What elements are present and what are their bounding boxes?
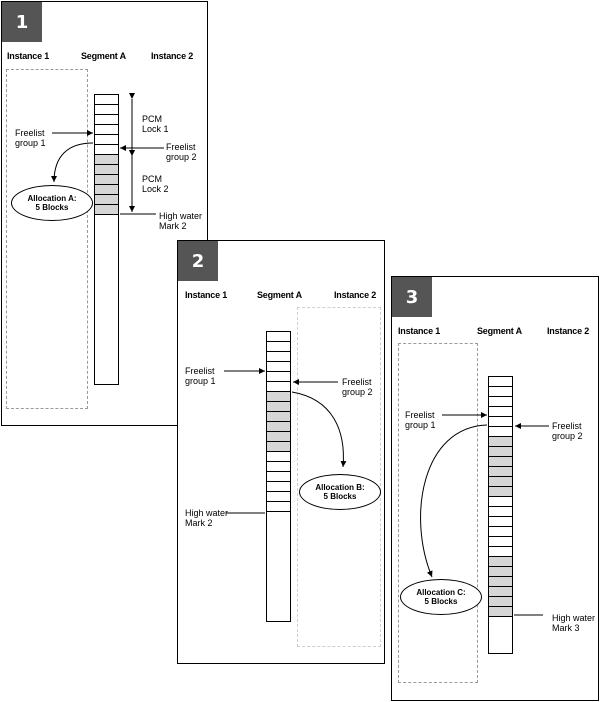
allocated-block bbox=[489, 447, 512, 457]
segment-block bbox=[489, 537, 512, 547]
allocation-a-oval: Allocation A:5 Blocks bbox=[11, 185, 93, 221]
segment-block bbox=[489, 387, 512, 397]
allocated-block bbox=[267, 412, 290, 422]
segment-block bbox=[267, 382, 290, 392]
instance-1-region bbox=[6, 69, 88, 409]
allocated-block bbox=[489, 577, 512, 587]
segment-block bbox=[95, 135, 118, 145]
allocated-block bbox=[267, 432, 290, 442]
segment-block bbox=[95, 105, 118, 115]
allocated-block bbox=[489, 437, 512, 447]
segment-a-header: Segment A bbox=[81, 51, 126, 61]
segment-a-column bbox=[266, 331, 291, 622]
allocated-block bbox=[489, 557, 512, 567]
segment-block bbox=[267, 472, 290, 482]
instance-1-region bbox=[398, 343, 478, 683]
instance-2-region bbox=[297, 307, 381, 647]
panel-2: 2 Instance 1 Segment A Instance 2 Freeli… bbox=[177, 240, 385, 664]
segment-block bbox=[267, 452, 290, 462]
panel-3-arrows bbox=[420, 412, 549, 616]
segment-block bbox=[95, 95, 118, 105]
allocation-curve-arrow bbox=[420, 424, 488, 578]
allocated-block bbox=[489, 467, 512, 477]
allocated-block bbox=[267, 392, 290, 402]
segment-block bbox=[489, 497, 512, 507]
allocated-block bbox=[489, 567, 512, 577]
segment-block bbox=[95, 125, 118, 135]
instance-2-header: Instance 2 bbox=[547, 326, 590, 336]
allocated-block bbox=[489, 597, 512, 607]
segment-block bbox=[489, 407, 512, 417]
segment-a-header: Segment A bbox=[257, 290, 302, 300]
instance-1-header: Instance 1 bbox=[185, 290, 228, 300]
segment-block bbox=[267, 372, 290, 382]
allocated-block bbox=[267, 402, 290, 412]
instance-1-header: Instance 1 bbox=[7, 51, 50, 61]
segment-block bbox=[489, 507, 512, 517]
allocation-b-oval: Allocation B:5 Blocks bbox=[299, 474, 381, 510]
segment-block bbox=[267, 482, 290, 492]
segment-block bbox=[489, 397, 512, 407]
allocated-block bbox=[95, 165, 118, 175]
segment-block bbox=[267, 362, 290, 372]
segment-block bbox=[267, 492, 290, 502]
allocated-block bbox=[95, 205, 118, 215]
allocated-block bbox=[95, 185, 118, 195]
allocated-block bbox=[95, 155, 118, 165]
segment-a-column bbox=[488, 376, 513, 654]
segment-block bbox=[489, 427, 512, 437]
instance-2-header: Instance 2 bbox=[151, 51, 194, 61]
allocation-c-oval: Allocation C:5 Blocks bbox=[400, 579, 482, 615]
panel-1: 1 Instance 1 Segment A Instance 2 Freeli… bbox=[1, 1, 208, 426]
segment-block bbox=[95, 145, 118, 155]
segment-block bbox=[489, 377, 512, 387]
segment-block bbox=[489, 527, 512, 537]
segment-a-column bbox=[94, 94, 119, 385]
instance-1-header: Instance 1 bbox=[398, 326, 441, 336]
segment-block bbox=[95, 115, 118, 125]
panel-3: 3 Instance 1 Segment A Instance 2 Freeli… bbox=[391, 276, 599, 701]
allocated-block bbox=[267, 442, 290, 452]
segment-block bbox=[267, 462, 290, 472]
segment-block bbox=[267, 502, 290, 512]
allocation-curve-arrow bbox=[51, 142, 94, 183]
instance-2-header: Instance 2 bbox=[334, 290, 377, 300]
allocated-block bbox=[489, 457, 512, 467]
segment-block bbox=[489, 417, 512, 427]
allocated-block bbox=[489, 607, 512, 617]
segment-a-header: Segment A bbox=[477, 326, 522, 336]
allocated-block bbox=[489, 487, 512, 497]
allocation-curve-arrow bbox=[291, 391, 347, 468]
panel-1-arrows bbox=[51, 93, 164, 215]
segment-block bbox=[267, 332, 290, 342]
allocated-block bbox=[489, 477, 512, 487]
allocated-block bbox=[267, 422, 290, 432]
panel-2-arrows bbox=[224, 368, 347, 514]
segment-block bbox=[267, 342, 290, 352]
panel-number-badge: 1 bbox=[2, 2, 42, 42]
allocated-block bbox=[95, 195, 118, 205]
segment-block bbox=[267, 352, 290, 362]
allocated-block bbox=[95, 175, 118, 185]
segment-block bbox=[489, 517, 512, 527]
panel-number-badge: 3 bbox=[392, 277, 432, 317]
panel-number-badge: 2 bbox=[178, 241, 218, 281]
allocated-block bbox=[489, 587, 512, 597]
segment-block bbox=[489, 547, 512, 557]
